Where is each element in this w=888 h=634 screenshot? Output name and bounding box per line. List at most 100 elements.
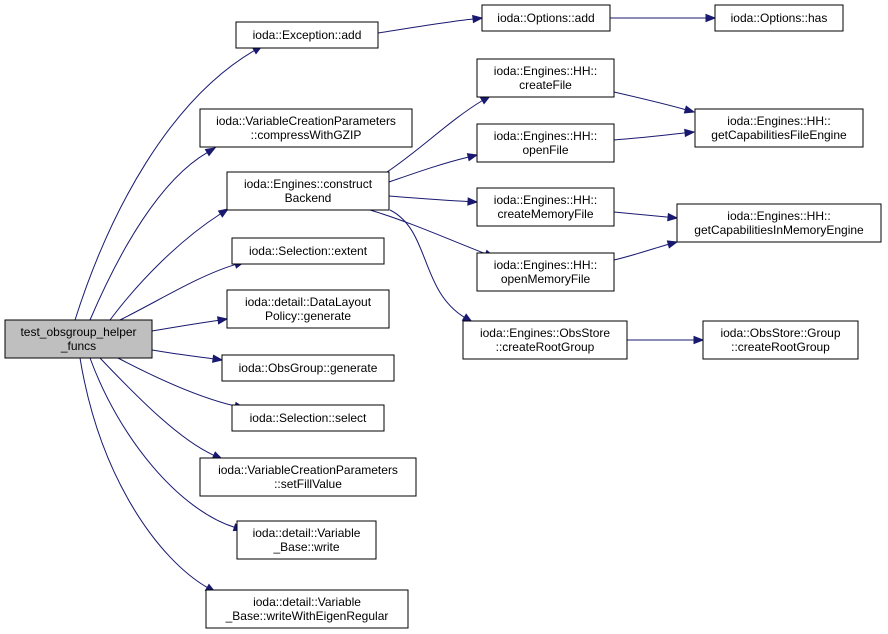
node-setfill[interactable]: ioda::VariableCreationParameters::setFil… [199, 457, 417, 497]
edge-construct-to-creatememfile [388, 195, 469, 203]
node-box[interactable] [714, 4, 844, 32]
node-select[interactable]: ioda::Selection::select [231, 404, 385, 432]
edge-construct-to-openmemfile [369, 209, 486, 255]
node-opt-has[interactable]: ioda::Options::has [714, 4, 844, 32]
edge-root-to-obsgroup_gen [151, 349, 214, 360]
edge-arrowhead [217, 208, 230, 218]
node-label: ::setFillValue [274, 477, 342, 491]
node-creatememfile[interactable]: ioda::Engines::HH::createMemoryFile [476, 187, 615, 227]
node-box[interactable] [226, 289, 390, 329]
edge-root-to-datalayout [151, 319, 219, 332]
node-extent[interactable]: ioda::Selection::extent [231, 237, 385, 265]
node-box[interactable] [199, 457, 417, 497]
node-write[interactable]: ioda::detail::Variable_Base::write [236, 520, 377, 560]
call-graph-edges [74, 13, 717, 593]
node-box[interactable] [231, 237, 385, 265]
node-box[interactable] [694, 108, 864, 148]
node-label: ioda::Selection::extent [249, 244, 368, 258]
node-label: ioda::Engines::HH:: [727, 114, 830, 128]
node-box[interactable] [199, 108, 413, 148]
node-group-root[interactable]: ioda::ObsStore::Group::createRootGroup [702, 320, 859, 360]
node-capmem[interactable]: ioda::Engines::HH::getCapabilitiesInMemo… [676, 203, 882, 243]
node-label: ::createRootGroup [731, 340, 830, 354]
edge-arrowhead [683, 105, 696, 114]
call-graph-nodes: test_obsgroup_helper_funcs ioda::Exceptio… [4, 4, 882, 629]
edge-arrowhead [466, 153, 479, 162]
node-createfile[interactable]: ioda::Engines::HH::createFile [476, 58, 615, 98]
edge-arrowhead [212, 354, 224, 363]
node-box[interactable] [235, 21, 379, 49]
edge-root-to-exc_add [74, 50, 255, 321]
node-obsstore-root[interactable]: ioda::Engines::ObsStore::createRootGroup [462, 320, 628, 360]
node-box[interactable] [226, 171, 390, 211]
node-label: ::createRootGroup [496, 340, 595, 354]
node-capfile[interactable]: ioda::Engines::HH::getCapabilitiesFileEn… [694, 108, 864, 148]
edge-root-to-compress [89, 152, 208, 321]
node-obsgroup-gen[interactable]: ioda::ObsGroup::generate [221, 354, 395, 382]
node-root[interactable]: test_obsgroup_helper_funcs [4, 319, 153, 359]
node-box[interactable] [481, 4, 611, 32]
node-box[interactable] [476, 187, 615, 227]
node-label: createFile [519, 78, 572, 92]
node-box[interactable] [702, 320, 859, 360]
edge-arrowhead [705, 13, 717, 23]
node-box[interactable] [462, 320, 628, 360]
edge-construct-to-openfile [388, 156, 469, 183]
node-label: ioda::Selection::select [250, 411, 367, 425]
node-label: ioda::Engines::HH:: [494, 64, 597, 78]
node-label: ioda::detail::Variable [253, 595, 361, 609]
edge-createfile-to-capfile [613, 91, 686, 111]
node-label: _funcs [60, 339, 96, 353]
edge-arrowhead [666, 240, 679, 249]
node-label: Backend [285, 191, 332, 205]
edge-arrowhead [693, 335, 705, 345]
node-label: _Base::writeWithEigenRegular [225, 609, 389, 623]
node-label: ioda::VariableCreationParameters [218, 463, 398, 477]
edge-arrowhead [467, 197, 479, 206]
node-label: ioda::Exception::add [253, 28, 362, 42]
node-label: test_obsgroup_helper [20, 325, 136, 339]
edge-openmemfile-to-capmem [613, 243, 669, 261]
edge-root-to-extent [119, 264, 236, 321]
node-box[interactable] [4, 319, 153, 359]
edge-arrowhead [216, 316, 229, 325]
node-opt-add[interactable]: ioda::Options::add [481, 4, 611, 32]
node-label: ::compressWithGZIP [251, 128, 362, 142]
edge-root-to-construct [109, 213, 221, 321]
node-label: ioda::detail::DataLayout [245, 295, 372, 309]
edge-exc_add-to-opt_add [377, 18, 474, 34]
node-box[interactable] [476, 58, 615, 98]
node-label: ioda::Engines::HH:: [494, 258, 597, 272]
node-box[interactable] [476, 123, 615, 163]
node-box[interactable] [236, 520, 377, 560]
edge-openfile-to-capfile [613, 132, 686, 141]
node-box[interactable] [221, 354, 395, 382]
node-box[interactable] [205, 589, 409, 629]
node-label: ioda::Engines::construct [244, 177, 373, 191]
node-exc-add[interactable]: ioda::Exception::add [235, 21, 379, 49]
node-label: ioda::Engines::HH:: [494, 193, 597, 207]
edge-root-to-setfill [99, 357, 215, 456]
node-label: openMemoryFile [501, 272, 591, 286]
node-label: ioda::Engines::HH:: [727, 209, 830, 223]
node-writeeigen[interactable]: ioda::detail::Variable_Base::writeWithEi… [205, 589, 409, 629]
edge-root-to-select [117, 357, 236, 407]
edge-construct-to-createfile [386, 100, 483, 173]
node-label: ioda::Options::has [731, 11, 828, 25]
node-box[interactable] [231, 404, 385, 432]
node-label: ioda::Options::add [497, 11, 594, 25]
node-openfile[interactable]: ioda::Engines::HH::openFile [476, 123, 615, 163]
node-label: ioda::ObsStore::Group [720, 326, 840, 340]
node-label: ioda::VariableCreationParameters [216, 114, 396, 128]
node-label: getCapabilitiesFileEngine [711, 128, 847, 142]
node-compress[interactable]: ioda::VariableCreationParameters::compre… [199, 108, 413, 148]
node-box[interactable] [676, 203, 882, 243]
edge-arrowhead [204, 147, 217, 157]
node-box[interactable] [476, 252, 615, 292]
node-label: Policy::generate [265, 309, 351, 323]
edge-construct-to-obsstore_root [389, 209, 465, 318]
node-openmemfile[interactable]: ioda::Engines::HH::openMemoryFile [476, 252, 615, 292]
